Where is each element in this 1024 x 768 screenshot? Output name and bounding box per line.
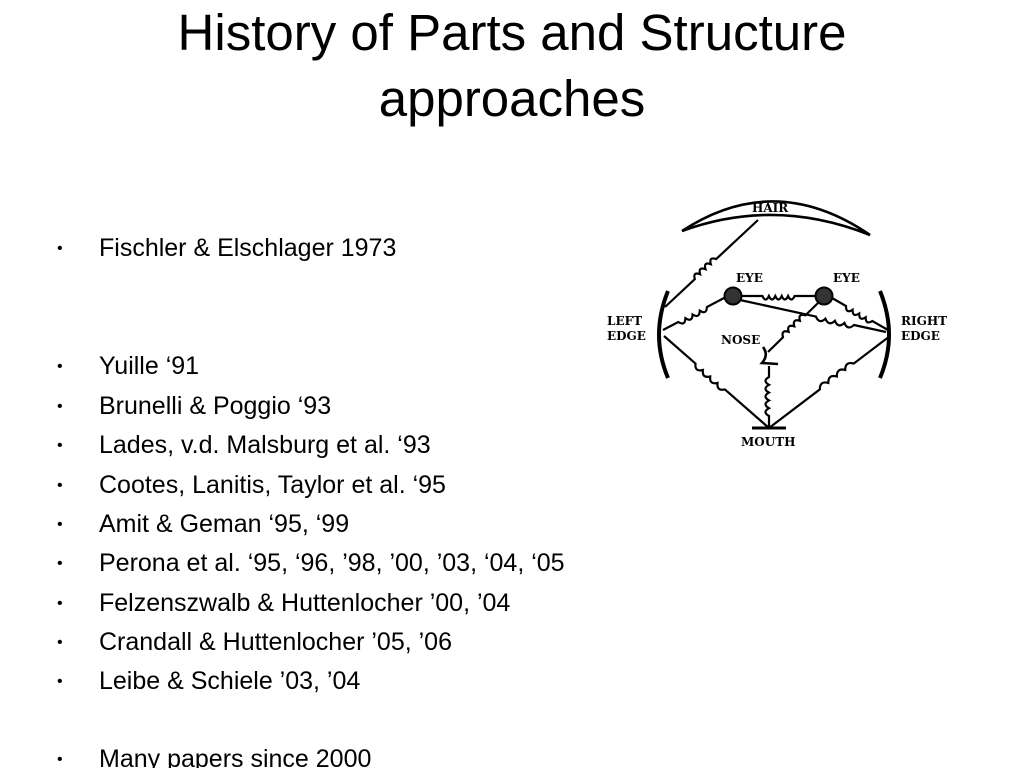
right-edge-label-2: EDGE — [901, 329, 940, 343]
spring-eye-eye — [742, 293, 815, 301]
eye-label-left: EYE — [736, 271, 763, 285]
left-edge-label: LEFT — [607, 314, 642, 328]
bullet-dot: • — [57, 751, 63, 768]
slide-title-line-1: History of Parts and Structure — [177, 4, 847, 61]
mouth-label: MOUTH — [741, 435, 795, 449]
nose-label: NOSE — [721, 333, 760, 347]
list-item-text: Perona et al. ‘95, ‘96, ’98, ’00, ’03, ‘… — [99, 549, 565, 577]
spring-right-edge-mouth — [768, 335, 891, 429]
list-item-text: Lades, v.d. Malsburg et al. ‘93 — [99, 431, 431, 459]
bullet-dot: • — [57, 477, 63, 494]
right-eye-dot — [814, 286, 834, 306]
list-item-text: Crandall & Huttenlocher ’05, ’06 — [99, 628, 452, 656]
nose-shape — [759, 346, 779, 366]
spring-connections — [662, 219, 891, 429]
left-edge-bracket — [657, 290, 670, 379]
bullet-dot: • — [57, 595, 63, 612]
list-item-text: Yuille ‘91 — [99, 352, 200, 380]
spring-left-edge-mouth — [663, 335, 770, 429]
face-model-diagram: HAIR EYE EYE LEFT EDGE RIGHT EDGE NOSE M… — [607, 200, 947, 449]
spring-nose-mouth — [764, 366, 772, 427]
bullet-dot: • — [57, 358, 63, 375]
list-item-text: Brunelli & Poggio ‘93 — [99, 392, 332, 420]
hair-label: HAIR — [752, 201, 789, 215]
list-item-text: Fischler & Elschlager 1973 — [99, 234, 397, 262]
slide-title-line-2: approaches — [378, 70, 646, 127]
list-item-text: Cootes, Lanitis, Taylor et al. ‘95 — [99, 471, 446, 499]
hair-shape — [681, 200, 871, 237]
bullet-dot: • — [57, 673, 63, 690]
list-item-text: Felzenszwalb & Huttenlocher ’00, ’04 — [99, 589, 511, 617]
bullet-dot: • — [57, 634, 63, 651]
right-edge-label: RIGHT — [901, 314, 947, 328]
spring-left-edge-eye — [662, 297, 725, 331]
bullet-dot: • — [57, 555, 63, 572]
bullet-dot: • — [57, 240, 63, 257]
slide-title: History of Parts and Structure approache… — [0, 0, 1024, 132]
spring-right-eye-edge — [831, 297, 889, 331]
spring-hair-left-edge — [664, 219, 759, 308]
list-item-text: Leibe & Schiele ’03, ’04 — [99, 667, 361, 695]
bullet-dot: • — [57, 437, 63, 454]
bullet-dot: • — [57, 398, 63, 415]
spring-left-eye-right-edge — [739, 298, 887, 334]
list-item-text: Many papers since 2000 — [99, 745, 372, 768]
left-eye-dot — [723, 286, 743, 306]
eye-label-right: EYE — [833, 271, 860, 285]
bullet-dot: • — [57, 516, 63, 533]
left-edge-label-2: EDGE — [607, 329, 646, 343]
spring-right-eye-nose — [767, 302, 819, 353]
right-edge-bracket — [878, 290, 891, 379]
list-item-text: Amit & Geman ‘95, ‘99 — [99, 510, 350, 538]
